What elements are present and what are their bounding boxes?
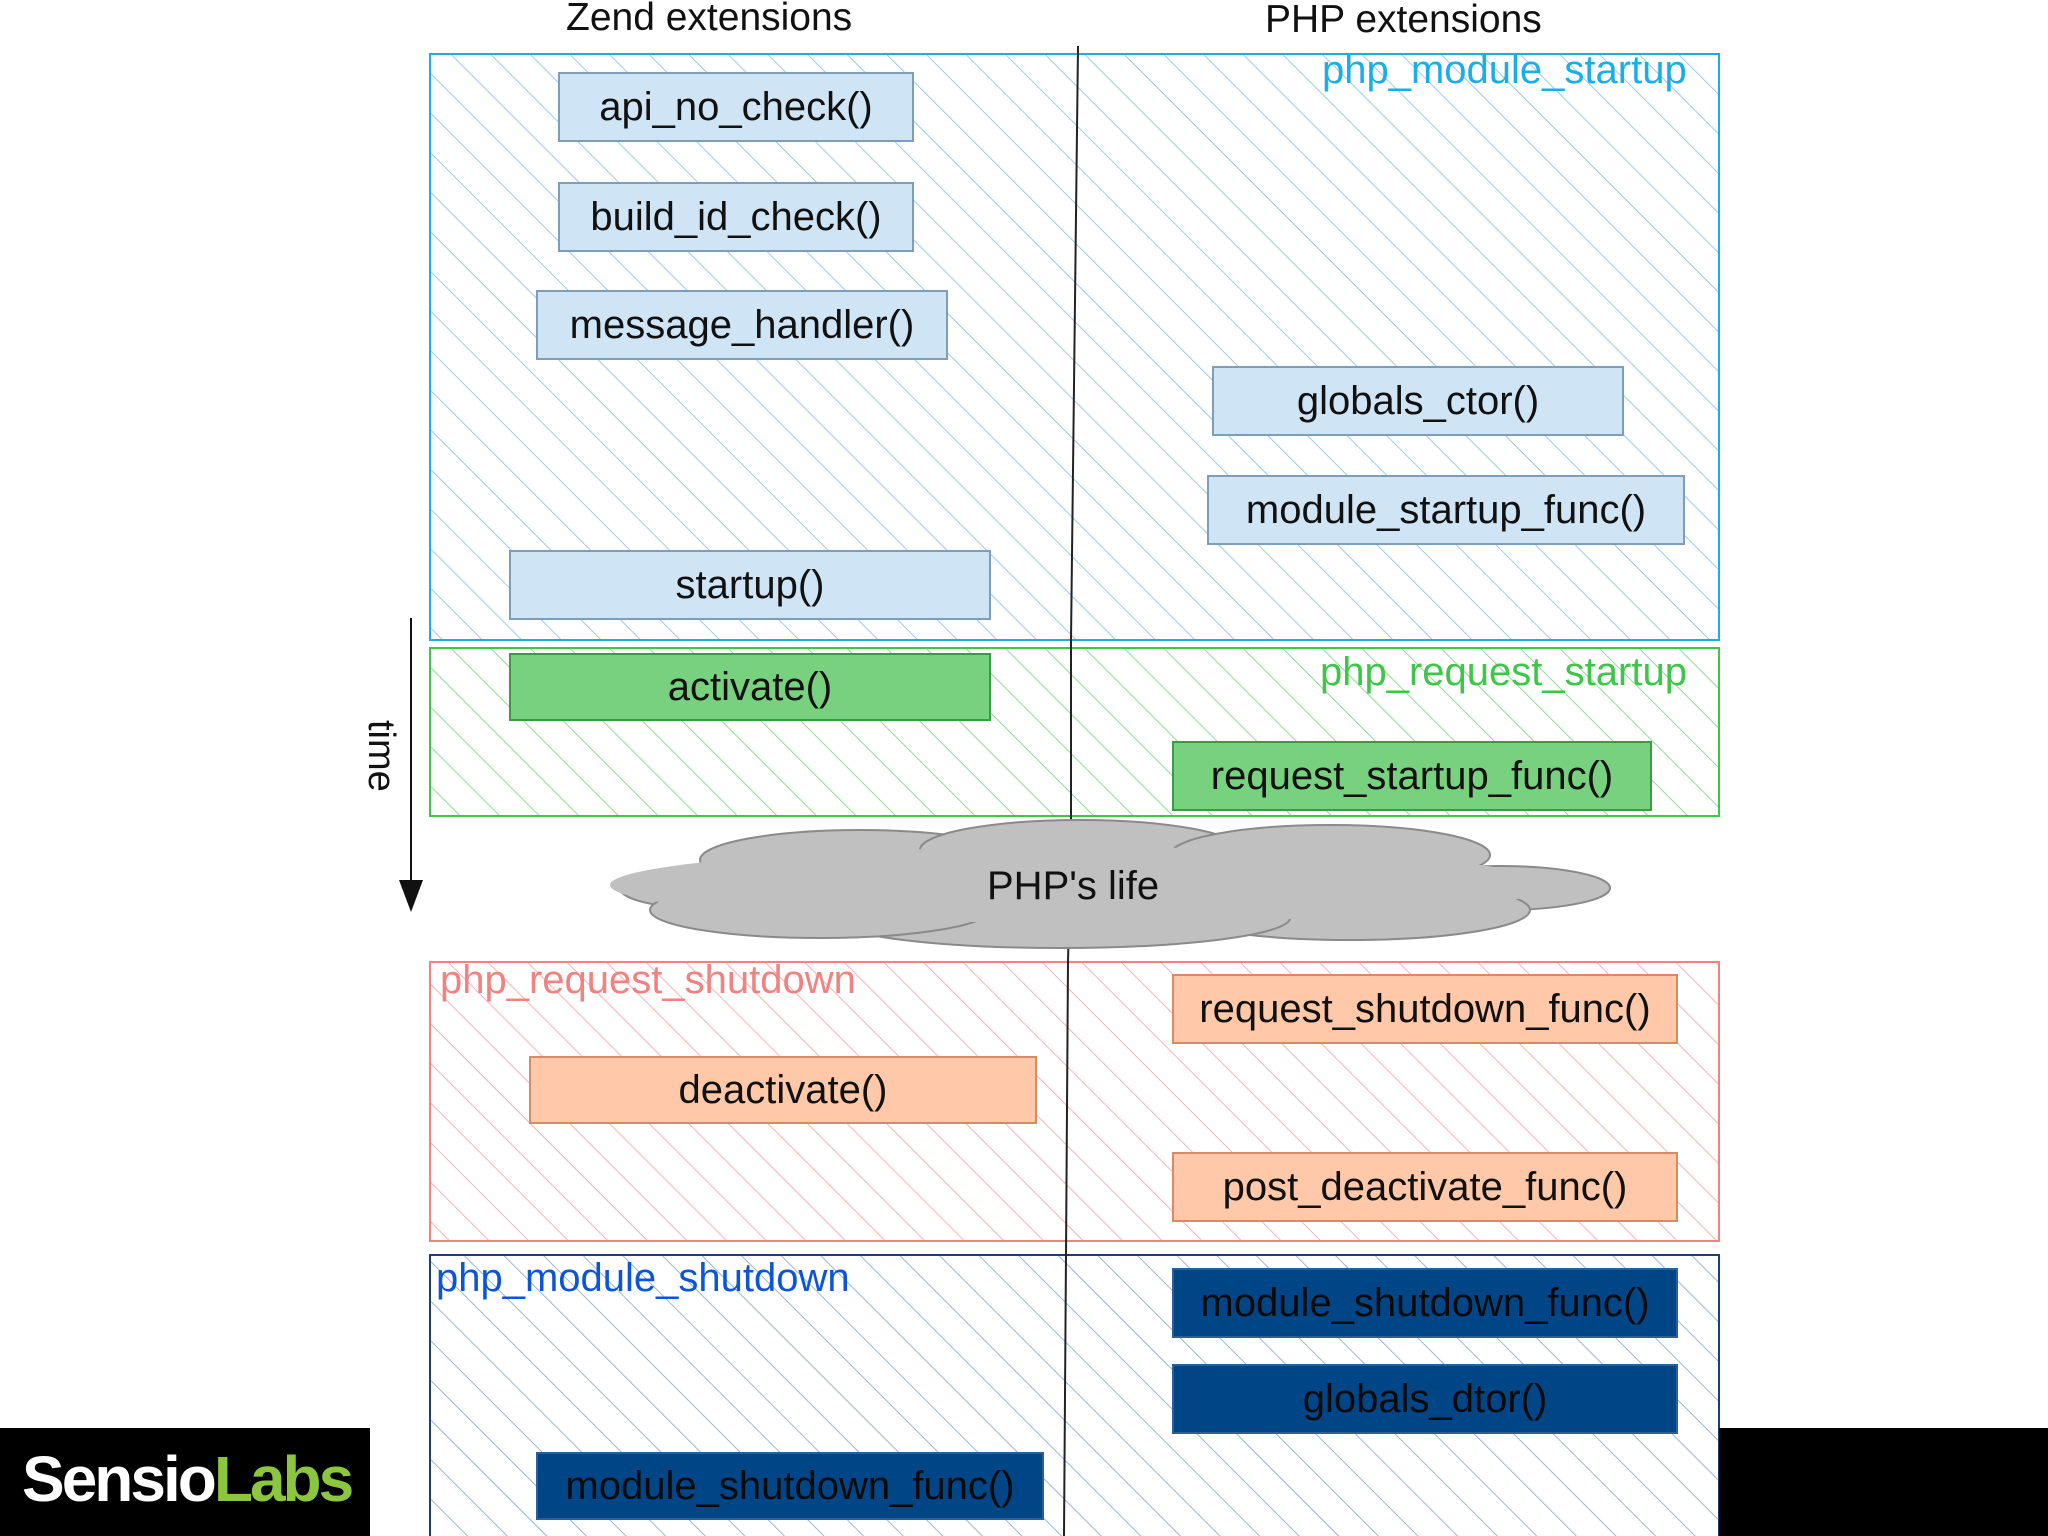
time-arrow-head	[399, 880, 423, 912]
func-startup: startup()	[509, 550, 991, 620]
func-globals-ctor: globals_ctor()	[1212, 366, 1624, 436]
phase-label-module-shutdown: php_module_shutdown	[436, 1256, 850, 1300]
sensiolabs-logo: SensioLabs	[22, 1442, 354, 1516]
phase-label-request-shutdown: php_request_shutdown	[440, 958, 856, 1002]
logo-part-sensio: Sensio	[22, 1443, 217, 1515]
func-message-handler: message_handler()	[536, 290, 948, 360]
func-api-no-check: api_no_check()	[558, 72, 914, 142]
func-globals-dtor: globals_dtor()	[1172, 1364, 1678, 1434]
logo-bar-right	[1719, 1428, 2048, 1536]
func-module-startup-func: module_startup_func()	[1207, 475, 1685, 545]
func-build-id-check: build_id_check()	[558, 182, 914, 252]
zend-extensions-header: Zend extensions	[566, 0, 853, 39]
time-axis-label: time	[360, 720, 402, 792]
phase-label-request-startup: php_request_startup	[1320, 650, 1687, 694]
func-request-startup-func: request_startup_func()	[1172, 741, 1652, 811]
func-deactivate: deactivate()	[529, 1056, 1037, 1124]
func-activate: activate()	[509, 653, 991, 721]
logo-bar-left	[0, 1428, 370, 1536]
cloud-label: PHP's life	[987, 864, 1160, 908]
cloud-shape	[610, 819, 1611, 949]
func-post-deactivate-func: post_deactivate_func()	[1172, 1152, 1678, 1222]
phase-label-module-startup: php_module_startup	[1322, 48, 1687, 92]
php-extensions-header: PHP extensions	[1265, 0, 1542, 41]
func-request-shutdown-func: request_shutdown_func()	[1172, 974, 1678, 1044]
func-module-shutdown-func-zend: module_shutdown_func()	[536, 1452, 1044, 1520]
func-module-shutdown-func-php: module_shutdown_func()	[1172, 1268, 1678, 1338]
logo-part-labs: Labs	[213, 1443, 354, 1515]
